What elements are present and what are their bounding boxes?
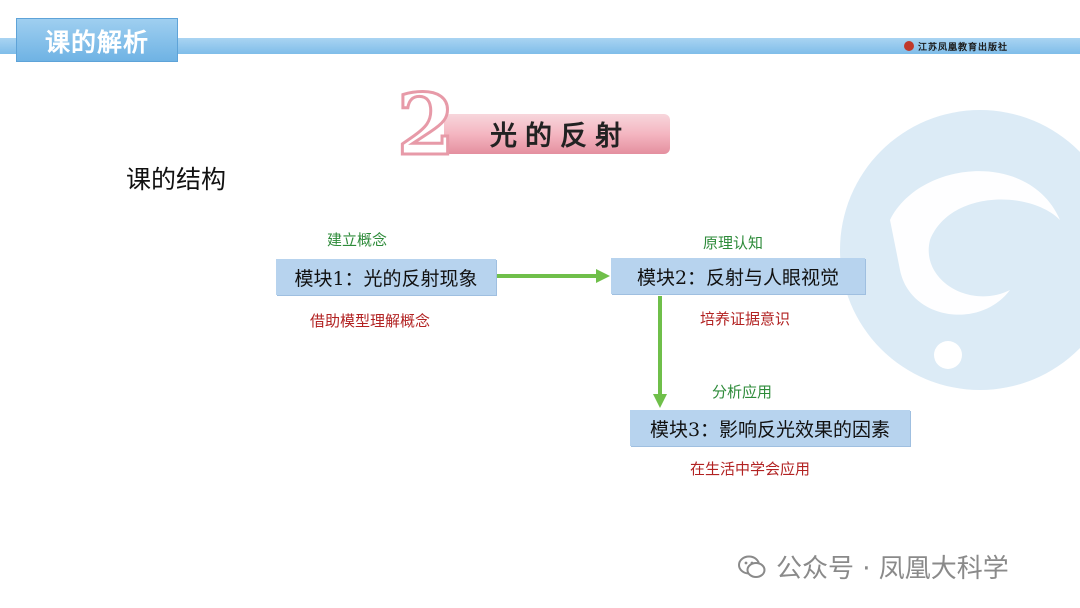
watermark-text: 公众号 · 凤凰大科学 (776, 554, 1009, 584)
module1-note-above: 建立概念 (327, 231, 388, 249)
publisher-icon (904, 41, 914, 51)
publisher-name: 江苏凤凰教育出版社 (918, 42, 1009, 53)
header-bar (0, 38, 1080, 54)
watermark: 公众号 · 凤凰大科学 (738, 548, 1009, 585)
module3-note-below: 在生活中学会应用 (690, 460, 811, 478)
chapter-title: 光的反射 (490, 121, 630, 152)
module3-note-above: 分析应用 (712, 383, 773, 401)
module2-note-below: 培养证据意识 (700, 310, 791, 328)
module-2-box: 模块2：反射与人眼视觉 (611, 258, 865, 294)
chapter-title-band (444, 114, 670, 154)
module-1-box: 模块1：光的反射现象 (276, 259, 496, 295)
chapter-badge: 2 (400, 82, 670, 162)
header-tab: 课的解析 (16, 18, 178, 62)
section-heading: 课的结构 (126, 165, 227, 194)
publisher-logo: 江苏凤凰教育出版社 (904, 40, 1009, 53)
module2-note-above: 原理认知 (703, 234, 764, 252)
background-swirl-graphic (840, 110, 1080, 390)
header-title: 课的解析 (44, 28, 149, 57)
chapter-number: 2 (400, 82, 455, 162)
arrow-head-down (653, 394, 667, 408)
arrow-head-right (596, 269, 610, 283)
module1-note-below: 借助模型理解概念 (310, 312, 431, 330)
module-3-box: 模块3：影响反光效果的因素 (630, 410, 910, 446)
wechat-icon (738, 555, 766, 578)
